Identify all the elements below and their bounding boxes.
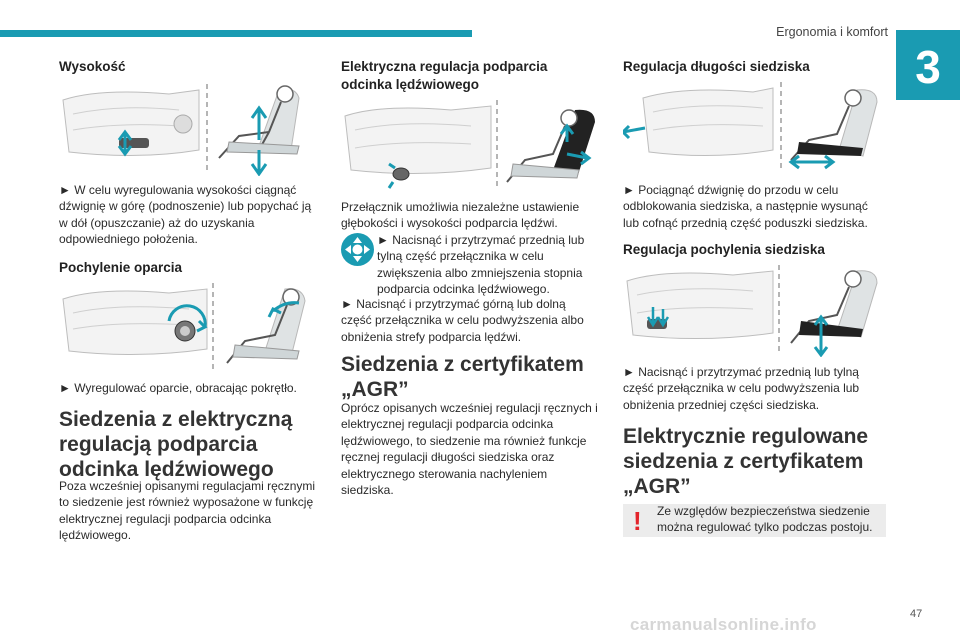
lumbar-step2: ► Nacisnąć i przytrzymać górną lub dolną… <box>341 297 584 344</box>
height-text: ► W celu wyregulowania wysokości ciągnąć… <box>59 183 312 247</box>
watermark: carmanualsonline.info <box>630 615 817 634</box>
section-title: Ergonomia i komfort <box>776 25 888 39</box>
lumbar-section-text: Poza wcześniej opisanymi regulacjami ręc… <box>59 479 316 543</box>
warning-box <box>623 504 886 537</box>
length-heading: Regulacja długości siedziska <box>623 59 810 74</box>
lumbar-illustration <box>341 98 605 190</box>
chapter-tab <box>896 30 960 100</box>
height-heading: Wysokość <box>59 59 126 74</box>
lumbar-section-heading: Siedzenia z elektryczną regulacją podpar… <box>59 408 293 481</box>
tilt-illustration <box>623 263 889 357</box>
electric-agr-heading: Elektrycznie regulowane siedzenia z cert… <box>623 425 869 498</box>
chapter-number: 3 <box>915 41 941 93</box>
height-illustration <box>59 80 325 176</box>
length-text: ► Pociągnąć dźwignię do przodu w celu od… <box>623 183 868 230</box>
exclamation-icon: ! <box>633 506 642 536</box>
tilt-text: ► Nacisnąć i przytrzymać przednią lub ty… <box>623 365 860 412</box>
seat-lumbar-switch-icon <box>341 233 374 266</box>
lumbar-intro: Przełącznik umożliwia niezależne ustawie… <box>341 200 580 231</box>
lumbar-step1: ► Nacisnąć i przytrzymać przednią lub ty… <box>377 233 585 297</box>
warning-text: Ze względów bezpieczeństwa siedzenie moż… <box>657 504 873 535</box>
agr-heading: Siedzenia z certyfikatem „AGR” <box>341 353 584 401</box>
page-number: 47 <box>910 608 923 620</box>
lumbar-step1-a: ► Nacisnąć i przytrzymać przednią lub ty… <box>377 232 601 298</box>
backrest-heading: Pochylenie oparcia <box>59 260 183 275</box>
header-accent-bar <box>0 30 472 37</box>
agr-text: Oprócz opisanych wcześniej regulacji ręc… <box>341 401 598 498</box>
length-illustration <box>623 80 889 172</box>
lumbar-heading: Elektryczna regulacja podparcia odcinka … <box>341 59 548 92</box>
backrest-text: ► Wyregulować oparcie, obracając pokrętł… <box>59 381 297 395</box>
tilt-heading: Regulacja pochylenia siedziska <box>623 242 825 257</box>
backrest-illustration <box>59 281 325 371</box>
